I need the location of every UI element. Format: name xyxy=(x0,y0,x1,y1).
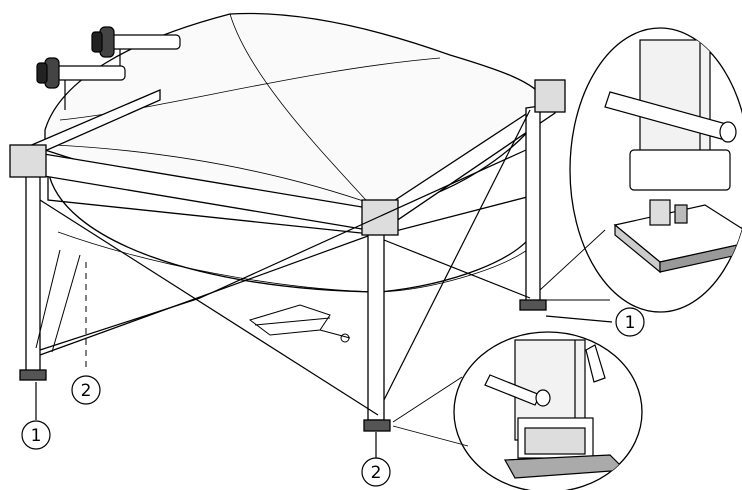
detail-view-foot xyxy=(392,331,643,490)
tank xyxy=(44,12,546,293)
callout-circle-1b xyxy=(21,420,51,450)
pipe-fittings xyxy=(36,26,181,110)
callout-circle-2b xyxy=(361,457,391,487)
detail-view-load-cell xyxy=(539,27,742,313)
leg-back-right xyxy=(525,105,541,303)
foot-back-right xyxy=(519,299,547,311)
leg-front-right xyxy=(367,227,385,421)
foot-front-left xyxy=(19,369,47,381)
callout-label-1a: 1 xyxy=(625,313,636,333)
callout-label-2b: 2 xyxy=(371,463,382,483)
callout-circle-1a xyxy=(615,307,645,337)
foot-front-right xyxy=(363,419,391,432)
callout-label-1b: 1 xyxy=(31,426,42,446)
center-valve xyxy=(248,304,351,343)
callouts xyxy=(21,307,645,487)
cross-bracing xyxy=(39,109,531,416)
callout-circle-2a xyxy=(71,375,101,405)
frame xyxy=(9,79,566,432)
callout-label-2a: 2 xyxy=(81,381,92,401)
